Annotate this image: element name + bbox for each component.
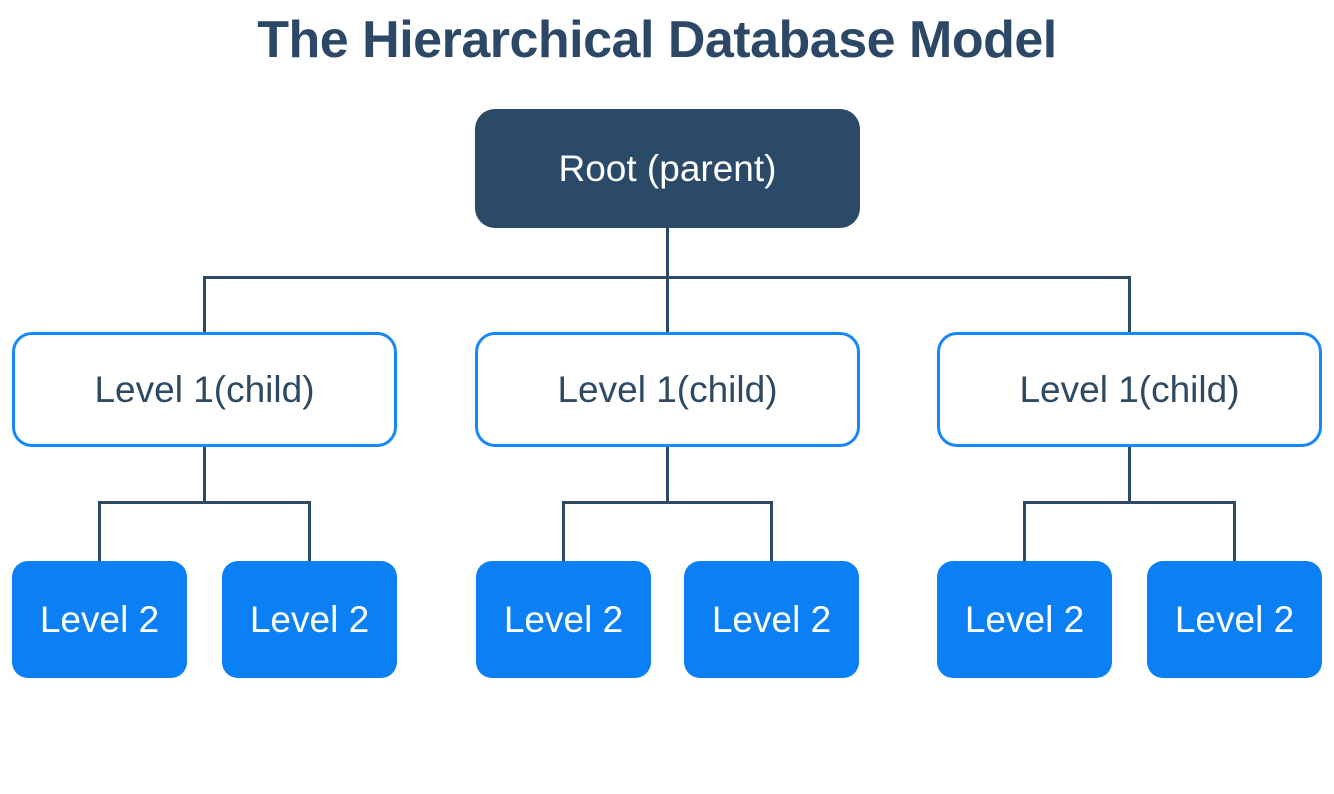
node-level2-3-label: Level 2 bbox=[503, 598, 624, 640]
connector-drop-level1-2 bbox=[665, 276, 669, 332]
node-level2-5: Level 2 bbox=[937, 561, 1112, 678]
node-level2-6-label: Level 2 bbox=[1174, 598, 1295, 640]
connector-level1-3-stem bbox=[1128, 447, 1131, 502]
connector-level1-2-bus bbox=[562, 501, 773, 504]
connector-drop-level2-1 bbox=[98, 501, 101, 561]
node-level2-2: Level 2 bbox=[222, 561, 397, 678]
node-level1-2-label: Level 1(child) bbox=[557, 368, 778, 410]
diagram-title: The Hierarchical Database Model bbox=[257, 11, 1057, 69]
node-level2-2-label: Level 2 bbox=[249, 598, 370, 640]
node-level2-6: Level 2 bbox=[1147, 561, 1322, 678]
node-level1-3: Level 1(child) bbox=[937, 332, 1322, 447]
node-level1-3-label: Level 1(child) bbox=[1019, 368, 1240, 410]
node-level2-4: Level 2 bbox=[684, 561, 859, 678]
node-level1-2: Level 1(child) bbox=[475, 332, 860, 447]
connector-drop-level2-2 bbox=[308, 501, 311, 561]
connector-drop-level2-3 bbox=[562, 501, 565, 561]
connector-drop-level2-5 bbox=[1023, 501, 1026, 561]
node-level2-1: Level 2 bbox=[12, 561, 187, 678]
connector-level1-2-stem bbox=[665, 447, 669, 502]
connector-drop-level1-3 bbox=[1128, 276, 1131, 332]
node-level2-5-label: Level 2 bbox=[964, 598, 1085, 640]
node-level2-3: Level 2 bbox=[476, 561, 651, 678]
node-level1-1: Level 1(child) bbox=[12, 332, 397, 447]
connector-drop-level2-6 bbox=[1233, 501, 1236, 561]
connector-level1-3-bus bbox=[1023, 501, 1236, 504]
node-level2-1-label: Level 2 bbox=[39, 598, 160, 640]
connector-level1-1-bus bbox=[98, 501, 311, 504]
node-level1-1-label: Level 1(child) bbox=[94, 368, 315, 410]
connector-level1-1-stem bbox=[203, 447, 206, 502]
connector-drop-level1-1 bbox=[203, 276, 206, 332]
node-root: Root (parent) bbox=[475, 109, 860, 228]
node-root-label: Root (parent) bbox=[558, 147, 777, 189]
connector-drop-level2-4 bbox=[770, 501, 773, 561]
node-level2-4-label: Level 2 bbox=[711, 598, 832, 640]
connector-root-stem bbox=[665, 228, 669, 278]
